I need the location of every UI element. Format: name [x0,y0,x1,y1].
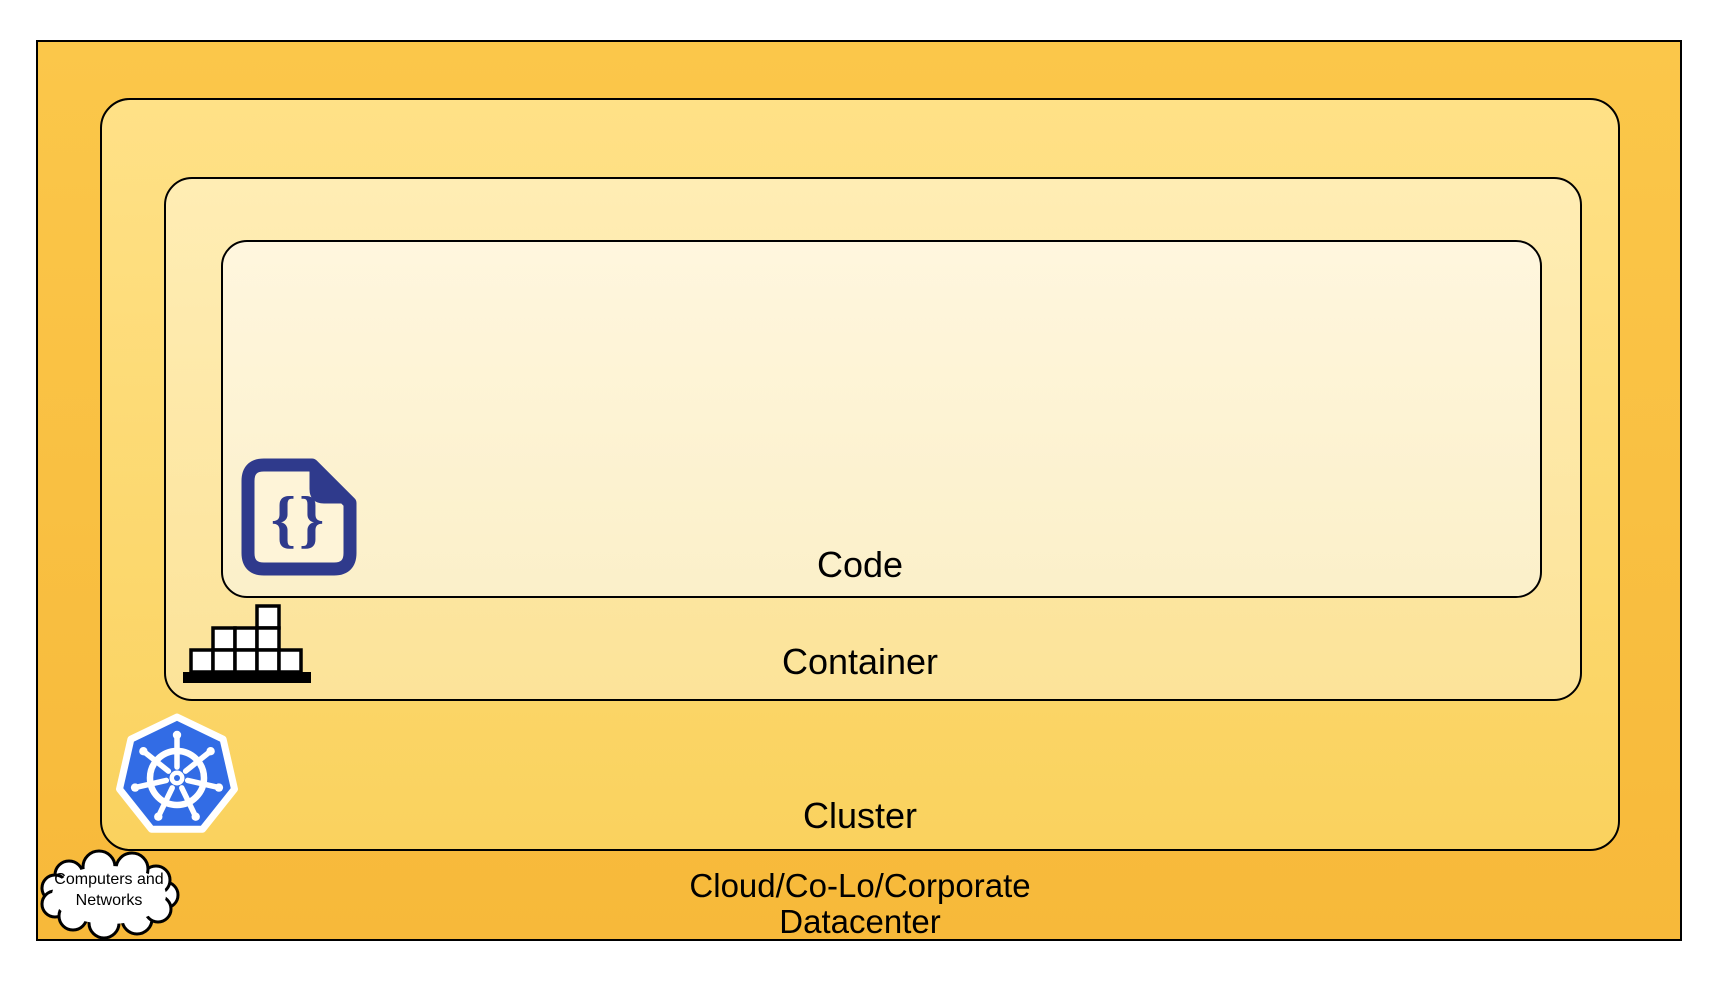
layer-label-container: Container [781,641,939,682]
wheel-spoke-tips [130,730,224,821]
code-file-icon: {} [241,458,357,576]
layer-label-cluster: Cluster [802,795,918,836]
container-blocks [189,604,303,674]
kubernetes-icon [116,713,238,833]
layer-label-datacenter: Cloud/Co-Lo/Corporate Datacenter [689,867,1031,940]
container-base-bar [183,672,311,683]
cloud-body [52,866,166,924]
computers-networks-cloud-icon [40,849,180,940]
braces-glyph: {} [271,483,327,554]
layer-label-code: Code [816,544,904,585]
layer-box-code [221,240,1542,598]
container-stack-icon [183,604,311,683]
cloud-label: Computers and Networks [54,871,164,909]
wheel-hub-center [174,775,180,781]
folded-corner [309,462,353,504]
wheel-ring [146,747,208,809]
